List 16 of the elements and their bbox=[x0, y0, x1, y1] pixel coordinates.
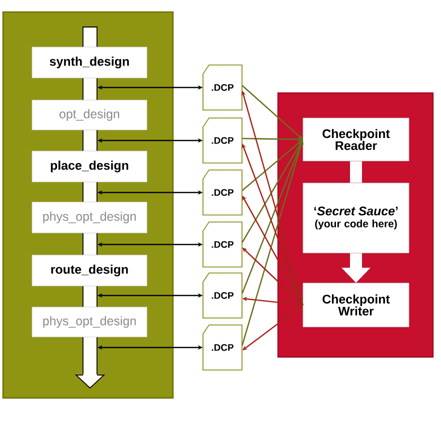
file-document: .DCP bbox=[202, 272, 243, 319]
arrow bbox=[242, 196, 304, 306]
file-document: .DCP bbox=[202, 169, 243, 216]
process-box: Checkpoint Reader bbox=[302, 118, 410, 162]
file-document: .DCP bbox=[202, 221, 243, 268]
file-document: .DCP bbox=[202, 64, 243, 111]
step-box: route_design bbox=[32, 254, 148, 286]
step-box: opt_design bbox=[32, 100, 148, 130]
step-box: synth_design bbox=[32, 46, 148, 78]
file-document: .DCP bbox=[202, 324, 243, 371]
step-box: place_design bbox=[32, 150, 148, 182]
process-box: ‘Secret Sauce’ (your code here) bbox=[302, 182, 410, 254]
step-box: phys_opt_design bbox=[32, 306, 148, 338]
step-box: phys_opt_design bbox=[32, 202, 148, 234]
file-document: .DCP bbox=[202, 117, 243, 164]
connector-bar bbox=[350, 161, 362, 183]
